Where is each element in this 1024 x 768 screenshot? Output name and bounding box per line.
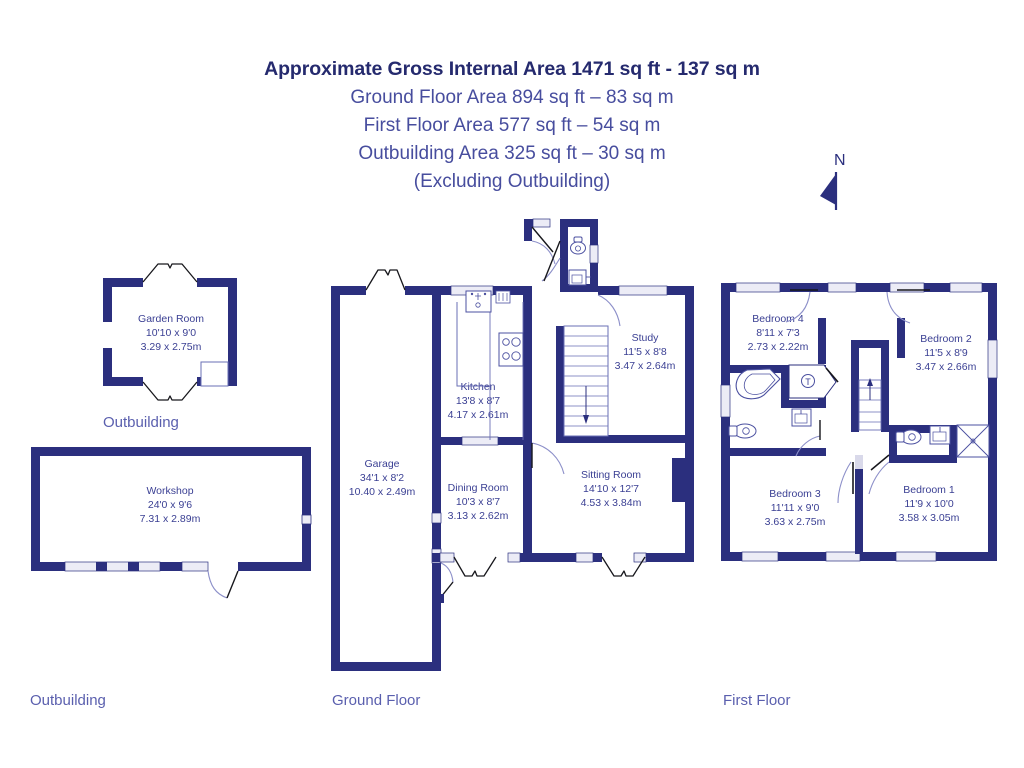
page-title: Approximate Gross Internal Area 1471 sq … [264, 58, 760, 80]
room-imperial: 11'9 x 10'0 [904, 497, 954, 510]
outbuilding-area: Outbuilding Area 325 sq ft – 30 sq m [358, 143, 666, 164]
wc-toilet-icon [570, 236, 586, 255]
north-arrow-icon [820, 172, 838, 210]
room-name: Sitting Room [580, 469, 642, 481]
room-metric: 4.17 x 2.61m [447, 408, 509, 421]
room-label-bedroom-2: Bedroom 2 11'5 x 8'9 3.47 x 2.66m [916, 333, 977, 375]
room-imperial: 24'0 x 9'6 [147, 498, 193, 511]
room-imperial: 34'1 x 8'2 [359, 471, 405, 484]
section-label-ground-floor: Ground Floor [332, 692, 421, 709]
room-name: Bedroom 1 [903, 484, 955, 496]
room-imperial: 11'11 x 9'0 [770, 501, 820, 514]
room-label-garden-room: Garden Room 10'10 x 9'0 3.29 x 2.75m [138, 313, 204, 355]
ground-floor-area: Ground Floor Area 894 sq ft – 83 sq m [350, 87, 674, 108]
first-floor-area: First Floor Area 577 sq ft – 54 sq m [363, 115, 661, 136]
room-metric: 3.13 x 2.62m [447, 509, 509, 522]
room-imperial: 11'5 x 8'8 [623, 345, 667, 358]
ensuite-toilet-icon [895, 429, 922, 445]
ensuite-shower-icon [956, 424, 990, 458]
section-label-outbuilding: Outbuilding [30, 692, 106, 709]
kitchen-drawers-icon [495, 290, 511, 304]
room-metric: 3.63 x 2.75m [764, 515, 826, 528]
room-name: Garden Room [138, 313, 204, 325]
room-imperial: 8'11 x 7'3 [756, 326, 800, 339]
room-label-bedroom-4: Bedroom 4 8'11 x 7'3 2.73 x 2.22m [748, 313, 809, 355]
room-metric: 3.29 x 2.75m [140, 340, 202, 353]
room-metric: 3.47 x 2.64m [614, 359, 676, 372]
room-label-kitchen: Kitchen 13'8 x 8'7 4.17 x 2.61m [448, 381, 509, 423]
room-name: Garage [364, 458, 400, 470]
room-name: Bedroom 3 [769, 488, 821, 500]
ensuite-basin-icon [929, 425, 951, 445]
room-metric: 7.31 x 2.89m [139, 512, 201, 525]
tank-label: T [805, 377, 811, 387]
room-name: Dining Room [447, 482, 509, 494]
room-label-workshop: Workshop 24'0 x 9'6 7.31 x 2.89m [140, 485, 201, 527]
first-floor-staircase-icon [858, 378, 882, 431]
workshop-outline [31, 447, 312, 599]
first-floor-outline: T [720, 282, 998, 562]
bathroom-basin-icon [791, 408, 812, 427]
room-metric: 3.58 x 3.05m [898, 511, 960, 524]
room-imperial: 10'3 x 8'7 [455, 495, 501, 508]
room-metric: 3.47 x 2.66m [915, 360, 977, 373]
room-label-bedroom-3: Bedroom 3 11'11 x 9'0 3.63 x 2.75m [765, 488, 826, 530]
room-name: Study [631, 332, 659, 344]
room-label-sitting-room: Sitting Room 14'10 x 12'7 4.53 x 3.84m [581, 469, 642, 511]
airing-cupboard-icon: T [788, 364, 839, 399]
room-metric: 10.40 x 2.49m [348, 485, 416, 498]
bathroom-toilet-icon [728, 423, 757, 439]
ground-staircase-icon [563, 325, 609, 437]
room-imperial: 10'10 x 9'0 [145, 326, 197, 339]
room-label-garage: Garage 34'1 x 8'2 10.40 x 2.49m [349, 458, 416, 500]
room-imperial: 14'10 x 12'7 [583, 482, 639, 495]
room-metric: 2.73 x 2.22m [747, 340, 809, 353]
section-label-first-floor: First Floor [723, 692, 791, 709]
kitchen-sink-icon [465, 290, 492, 313]
kitchen-hob-icon [498, 332, 524, 367]
room-label-study: Study 11'5 x 8'8 3.47 x 2.64m [615, 332, 676, 374]
room-imperial: 11'5 x 8'9 [924, 346, 968, 359]
room-label-dining-room: Dining Room 10'3 x 8'7 3.13 x 2.62m [448, 482, 509, 524]
room-name: Kitchen [460, 381, 496, 393]
excluding-note: (Excluding Outbuilding) [413, 171, 611, 192]
north-label: N [834, 152, 846, 169]
room-label-bedroom-1: Bedroom 1 11'9 x 10'0 3.58 x 3.05m [899, 484, 960, 526]
garden-room-outline [103, 263, 237, 401]
room-name: Workshop [146, 485, 194, 497]
bathroom-bathtub-icon [735, 368, 781, 400]
room-imperial: 13'8 x 8'7 [455, 394, 501, 407]
label-outbuilding-garden: Outbuilding [103, 414, 179, 431]
room-name: Bedroom 4 [752, 313, 804, 325]
room-name: Bedroom 2 [920, 333, 972, 345]
wc-basin-icon [568, 269, 591, 286]
ground-floor-outline [331, 218, 694, 671]
room-metric: 4.53 x 3.84m [580, 496, 642, 509]
